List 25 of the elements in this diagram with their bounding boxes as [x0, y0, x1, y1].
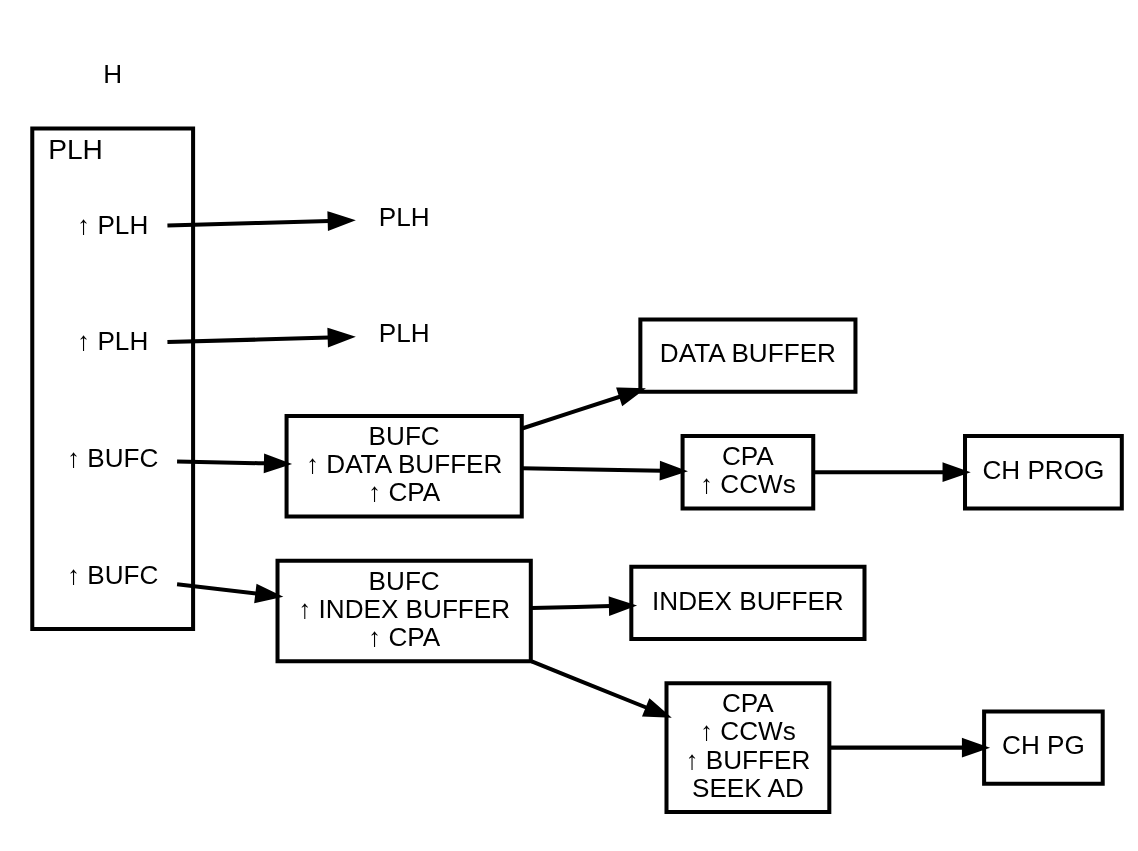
arrow: [521, 387, 646, 430]
arrow: [531, 595, 638, 616]
arrow: [167, 210, 356, 231]
node-box: INDEX BUFFER: [629, 564, 867, 641]
node-text: ↑ PLH: [77, 209, 149, 240]
node-box: DATA BUFFER: [638, 316, 858, 394]
label: H: [103, 58, 123, 89]
node-box: CH PG: [982, 708, 1105, 786]
node-box: CH PROG: [963, 433, 1124, 510]
node-text: PLH: [378, 317, 430, 348]
arrow: [522, 460, 688, 481]
node-text: ↑ PLH: [77, 325, 149, 356]
arrow: [530, 659, 672, 718]
node-text: ↑ BUFC: [66, 442, 159, 473]
node-text: PLH: [378, 201, 430, 232]
node-box: BUFC ↑ INDEX BUFFER ↑ CPA: [275, 558, 533, 663]
arrow: [177, 452, 293, 473]
node-box: BUFC ↑ DATA BUFFER ↑ CPA: [284, 413, 524, 518]
arrow: [167, 327, 356, 347]
arrow: [829, 737, 991, 757]
node-box: CPA ↑ CCWs: [680, 433, 816, 510]
arrow: [176, 581, 284, 603]
arrow: [813, 461, 971, 482]
node-box: CPA ↑ CCWs ↑ BUFFER SEEK AD: [664, 680, 832, 814]
node-text: ↑ BUFC: [66, 559, 159, 590]
